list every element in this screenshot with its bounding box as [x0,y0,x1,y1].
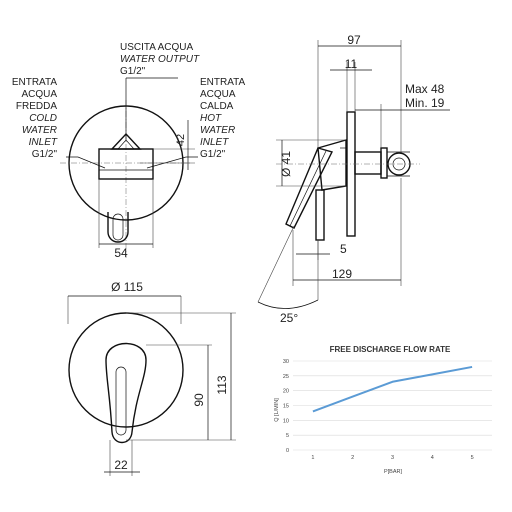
side-lever-body [317,139,347,191]
side-body [354,151,382,175]
dim-115: Ø 115 [111,280,143,294]
chart-x-tick-label: 5 [471,455,474,461]
outlet-fitting-inner [117,139,135,150]
chart-y-tick-label: 15 [283,404,289,410]
chart-x-tick-label: 4 [431,455,434,461]
front-lever-slot [107,212,129,243]
hot-label-1: ENTRATA [200,77,246,88]
chart-x-tick-label: 1 [311,455,314,461]
dim-42: 42 [175,134,187,146]
chart-y-tick-label: 10 [283,418,289,424]
hot-label-7: G1/2" [200,149,226,160]
side-handle-down [315,189,325,241]
hot-label-5: WATER [200,125,235,136]
side-wall-plate [346,111,356,237]
angle-25: 25° [280,311,298,325]
chart-x-tick-label: 3 [391,455,394,461]
hot-label-2: ACQUA [200,89,236,100]
outlet-label-3: G1/2" [120,66,146,77]
cold-label-6: INLET [29,137,58,148]
dim-129: 129 [332,267,352,281]
hot-label-4: HOT [200,113,222,124]
plate-view: Ø 115 90 113 22 [67,280,236,476]
chart-series-line [312,365,473,413]
dim-41: Ø 41 [279,151,293,177]
side-nut [380,147,388,179]
cold-label-4: COLD [29,113,57,124]
front-view: 42 54 USCITA ACQUA WATER OUTPUT G1/2" EN… [12,42,246,260]
chart-grid [293,360,492,451]
side-handle-edge [289,150,327,227]
cold-label-5: WATER [22,125,57,136]
chart-x-ticks: 1 2 3 4 5 [311,455,473,461]
dim-113: 113 [215,375,229,394]
dim-max: Max 48 [405,82,445,96]
dim-54: 54 [114,246,128,260]
outlet-label-2: WATER OUTPUT [120,54,200,65]
hot-label-6: INLET [200,137,229,148]
outlet-label-1: USCITA ACQUA [120,42,193,53]
plate-lever [105,342,147,444]
dim-min: Min. 19 [405,96,445,110]
angle-arc [257,299,319,309]
dim-11: 11 [345,57,358,71]
dim-97: 97 [347,33,361,47]
dim-22: 22 [114,458,128,472]
chart-x-tick-label: 2 [351,455,354,461]
side-handle-raised [285,147,334,229]
chart-y-tick-label: 30 [283,359,289,365]
hot-label-3: CALDA [200,101,234,112]
chart-y-ticks: 0 5 10 15 20 25 30 [283,359,289,454]
chart-y-label: Q [L/MIN] [274,398,280,422]
cold-label-2: ACQUA [21,89,57,100]
side-view: 97 11 Max 48 Min. 19 Ø 41 5 129 25° [257,33,450,325]
cold-leader [66,156,106,169]
chart-series [312,365,473,413]
chart-y-tick-label: 5 [286,433,289,439]
plate-lever-slot [115,366,127,436]
chart-y-tick-label: 0 [286,448,289,454]
dim-5: 5 [340,242,347,256]
cold-label-7: G1/2" [32,149,58,160]
chart-y-tick-label: 20 [283,389,289,395]
chart-title: FREE DISCHARGE FLOW RATE [330,345,451,354]
chart-y-tick-label: 25 [283,374,289,380]
hot-leader [146,156,198,169]
angle-ref-handle [257,225,295,303]
front-lever-insert [112,213,124,241]
dim-90: 90 [192,393,206,407]
chart-x-label: P[BAR] [384,469,403,475]
cold-label-3: FREDDA [16,101,57,112]
cold-label-1: ENTRATA [12,77,58,88]
